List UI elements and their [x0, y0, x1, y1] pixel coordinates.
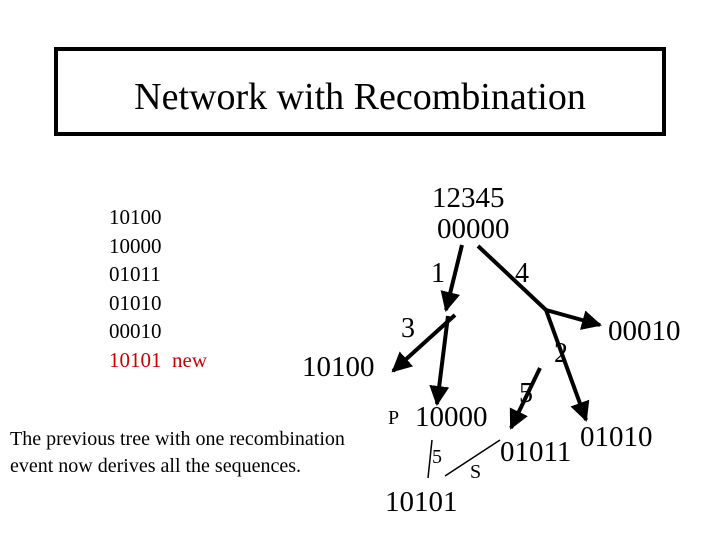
edge-to-01011 [509, 367, 542, 430]
sequence-item: 10000 [109, 233, 162, 258]
node-10101: 10101 [385, 486, 458, 518]
new-sequence-note: new [172, 347, 207, 372]
new-sequence-text: 10101 [109, 347, 162, 372]
sequence-list: 10100 10000 01011 01010 00010 10101 new [109, 203, 207, 374]
edge-label-4: 4 [515, 258, 529, 289]
edge-label-3: 3 [401, 313, 415, 344]
sequence-item: 01011 [109, 262, 161, 286]
sequence-item: 01010 [109, 290, 162, 315]
sequence-item: 10100 [109, 205, 162, 229]
edge-root-to-4 [476, 244, 548, 312]
node-01011: 01011 [500, 436, 572, 468]
caption: The previous tree with one recombination… [10, 428, 345, 477]
node-00010: 00010 [608, 315, 681, 347]
node-10100: 10100 [302, 351, 375, 383]
root-sequence-label: 00000 [437, 213, 510, 245]
edge-main-to-10000 [429, 315, 450, 406]
edge-s-to-10101 [444, 439, 501, 477]
edge-label-2: 2 [554, 338, 568, 369]
node-10000: 10000 [415, 401, 488, 433]
prefix-label-p: P [388, 407, 400, 429]
edge-10000-to-10100 [391, 313, 457, 373]
edge-p-to-10101 [427, 439, 433, 479]
edge-4-to-00010 [545, 308, 602, 330]
slide-title: Network with Recombination [134, 76, 586, 118]
title-box: Network with Recombination [54, 47, 666, 136]
node-01010: 01010 [580, 421, 653, 453]
edge-root-to-10000 [440, 244, 464, 312]
sequence-item: 00010 [109, 319, 162, 343]
edge-label-5-upper: 5 [519, 378, 533, 409]
edge-label-1: 1 [431, 258, 445, 289]
suffix-label-s: S [470, 461, 482, 483]
sequence-item-new: 10101 new [109, 346, 207, 375]
root-positions-label: 12345 [432, 182, 505, 214]
edge-label-5-lower: 5 [432, 446, 442, 468]
edge-4-to-01010 [544, 309, 590, 422]
